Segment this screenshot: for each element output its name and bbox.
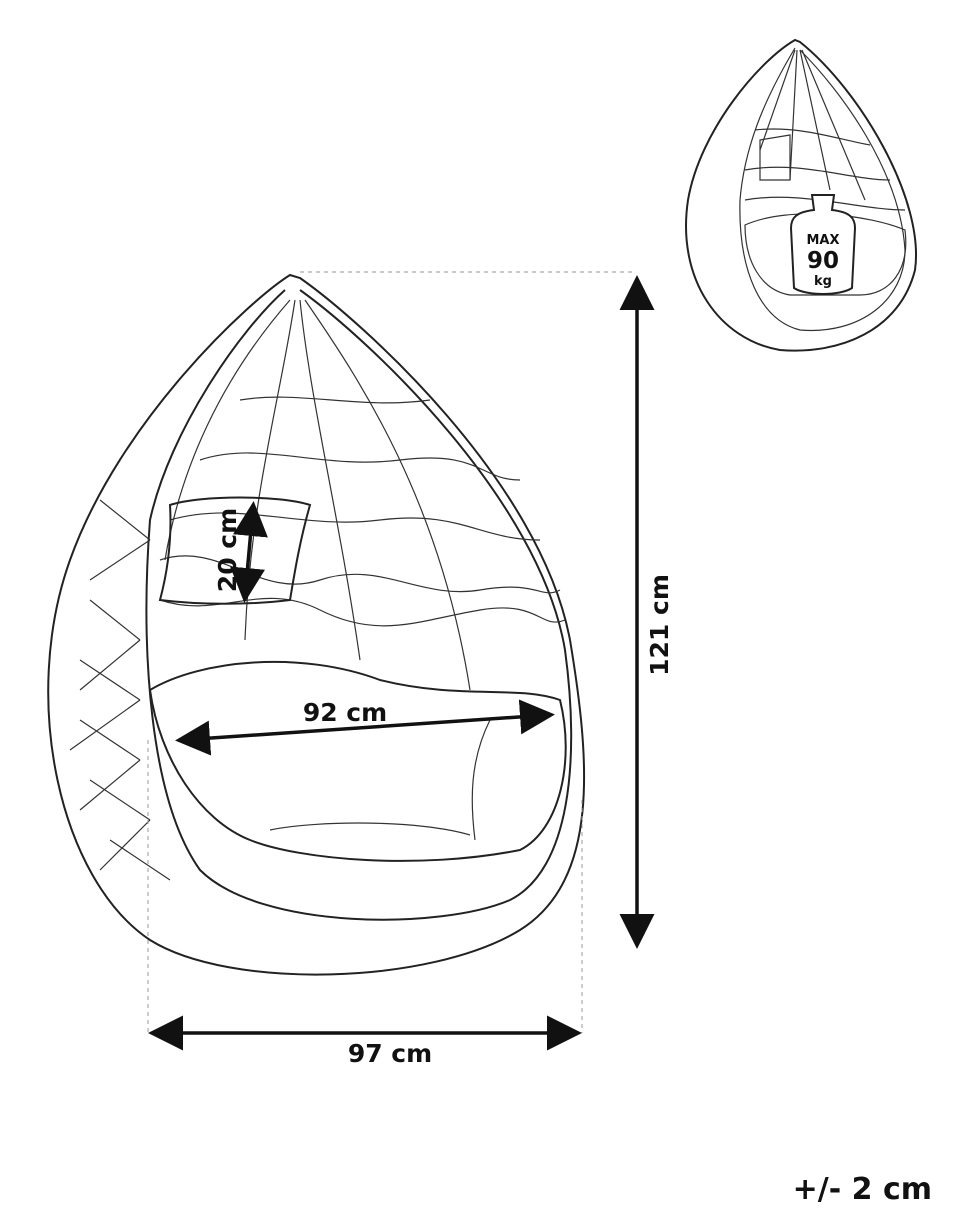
tolerance-note: +/- 2 cm <box>792 1172 932 1207</box>
pillow-height-label: 20 cm <box>213 508 242 592</box>
seat-cushion <box>148 660 567 862</box>
svg-text:MAX: MAX <box>806 233 839 248</box>
svg-text:kg: kg <box>814 274 832 289</box>
height-label: 121 cm <box>645 574 674 676</box>
seat-width-arrow <box>175 699 555 756</box>
width-label: 97 cm <box>348 1039 432 1068</box>
svg-text:90: 90 <box>807 248 839 274</box>
small-chair-drawing: MAX 90 kg <box>685 38 918 352</box>
pillow <box>158 496 312 605</box>
weight-icon: MAX 90 kg <box>789 194 857 295</box>
egg-chair-drawing <box>47 273 586 976</box>
seat-width-label: 92 cm <box>303 698 387 727</box>
pillow-height-arrow <box>230 501 268 603</box>
